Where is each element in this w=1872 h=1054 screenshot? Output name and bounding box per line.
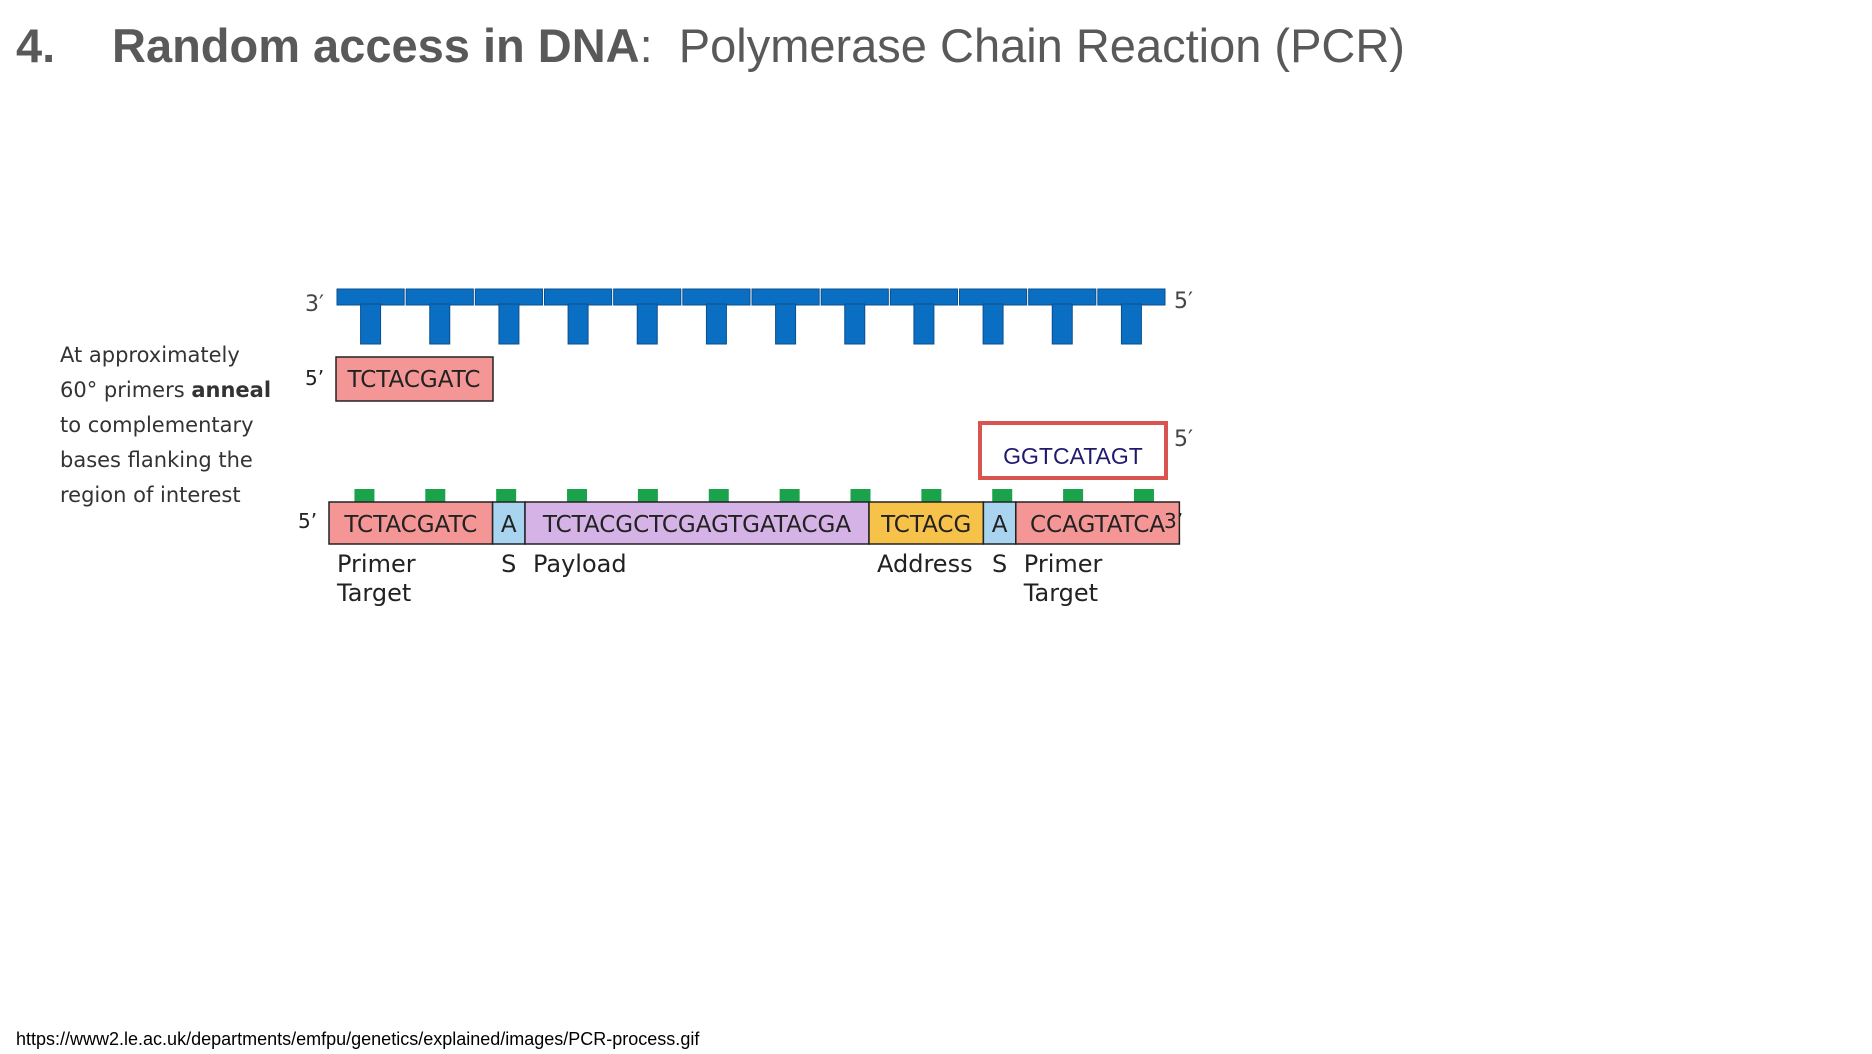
title-bold: Random access in DNA (112, 19, 640, 72)
template-backbone-unit (751, 288, 820, 306)
template-backbone-unit (336, 288, 405, 306)
template-base (1120, 303, 1142, 345)
reverse-primer-end-label: 5′ (1174, 427, 1193, 452)
main-strand-segment-text: TCTACGATC (343, 512, 477, 538)
main-strand-base-tick (779, 489, 800, 502)
annotation-line-5: region of interest (60, 483, 241, 507)
template-backbone-unit (1028, 288, 1097, 306)
reverse-primer-sequence: GGTCATAGT (1003, 443, 1143, 469)
annotation-emphasis: anneal (191, 378, 271, 402)
template-backbone-unit (820, 288, 889, 306)
template-base (705, 303, 727, 345)
main-strand-base-tick (850, 489, 871, 502)
main-strand: TCTACGATC A TCTACGCTCGAGTGATACGA TCTACG A CCA… (328, 501, 1181, 545)
main-strand-base-tick (1063, 489, 1084, 502)
segment-label: Address (877, 550, 973, 578)
segment-label-line2: Target (336, 579, 411, 607)
slide-title: 4. Random access in DNA: Polymerase Chain… (16, 18, 1405, 74)
main-strand-segment (491, 501, 526, 545)
template-backbone-unit (889, 288, 958, 306)
annotation-line-2: 60° primers anneal (60, 378, 271, 402)
annotation-line-4: bases flanking the (60, 448, 253, 472)
template-base (1051, 303, 1073, 345)
main-strand-base-tick (637, 489, 658, 502)
segment-label-line2: Target (1023, 579, 1098, 607)
forward-primer-box (335, 356, 494, 402)
template-base (498, 303, 520, 345)
template-base (775, 303, 797, 345)
main-strand-segment (1015, 501, 1181, 545)
main-strand-segment-text: TCTACG (880, 512, 971, 538)
main-strand-base-tick (425, 489, 446, 502)
main-strand-right-end-label: 3’ (1164, 509, 1183, 533)
template-backbone-unit (474, 288, 544, 306)
annotation-text: At approximately 60° primers anneal to c… (60, 343, 271, 507)
main-strand-left-end-label: 5’ (298, 509, 317, 533)
forward-primer-sequence: TCTACGATC (347, 367, 481, 393)
main-strand-segment (982, 501, 1017, 545)
annotation-line-1: At approximately (60, 343, 240, 367)
main-strand-base-tick (1133, 489, 1154, 502)
main-strand-base-tick (496, 489, 517, 502)
main-strand-base-tick (708, 489, 729, 502)
template-backbone-unit (405, 288, 474, 306)
template-base (982, 303, 1004, 345)
template-strand (336, 288, 1166, 345)
main-strand-segment (524, 501, 870, 545)
main-strand-segment-text: CCAGTATCA (1030, 512, 1165, 538)
title-separator: : (639, 19, 653, 72)
segment-label: Payload (533, 550, 627, 578)
main-strand-base-tick (992, 489, 1013, 502)
main-strand-segment-text: TCTACGCTCGAGTGATACGA (542, 512, 852, 538)
segment-label: S (992, 550, 1007, 578)
template-right-end-label: 5′ (1174, 289, 1193, 314)
template-backbone-unit (959, 288, 1028, 306)
main-strand-ticks (354, 489, 1154, 502)
template-left-end-label: 3′ (305, 292, 324, 317)
template-base (429, 303, 451, 345)
annotation-line-3: to complementary (60, 413, 254, 437)
main-strand-segment-text: A (992, 512, 1008, 538)
template-backbone-unit (682, 288, 751, 306)
main-strand-base-tick (921, 489, 942, 502)
main-strand-base-tick (354, 489, 375, 502)
main-strand-base-tick (567, 489, 588, 502)
pcr-diagram: At approximately 60° primers anneal to c… (60, 288, 1193, 607)
template-backbone-unit (1097, 288, 1166, 306)
annotation-line-2-text: 60° primers (60, 378, 191, 402)
template-base (567, 303, 589, 345)
template-base (636, 303, 658, 345)
source-url[interactable]: https://www2.le.ac.uk/departments/emfpu/… (16, 1029, 700, 1049)
template-backbone-unit (613, 288, 682, 306)
main-strand-segment (868, 501, 985, 545)
template-base (360, 303, 382, 345)
forward-primer-end-label: 5’ (305, 366, 324, 390)
title-number: 4. (16, 19, 56, 72)
template-base (913, 303, 935, 345)
segment-label: Primer (337, 550, 416, 578)
title-subtitle: Polymerase Chain Reaction (PCR) (678, 19, 1405, 72)
template-backbone-unit (544, 288, 613, 306)
reverse-primer-box (978, 421, 1168, 480)
segment-label: S (501, 550, 516, 578)
segment-label: Primer (1024, 550, 1103, 578)
main-strand-segment-text: A (501, 512, 517, 538)
template-base (844, 303, 866, 345)
